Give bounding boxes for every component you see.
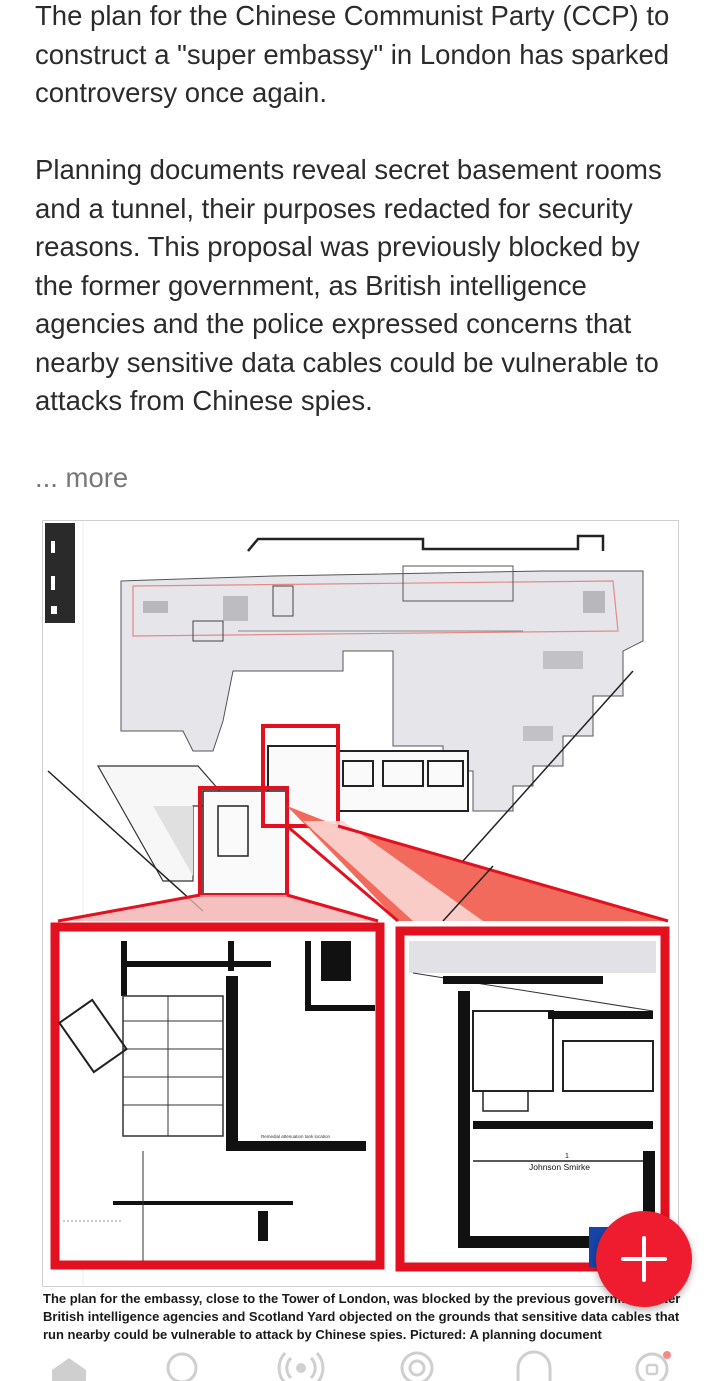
broadcast-icon <box>277 1351 325 1381</box>
room-number-label: 1 <box>565 1153 569 1160</box>
article-paragraph-1: The plan for the Chinese Communist Party… <box>35 0 670 108</box>
article-paragraph-2: Planning documents reveal secret basemen… <box>35 154 662 416</box>
image-caption: The plan for the embassy, close to the T… <box>43 1291 681 1343</box>
zoom-panel-left: Remedial attenuation tank location <box>50 922 385 1270</box>
notification-icon <box>516 1350 552 1381</box>
room-name-label: Johnson Smirke <box>529 1162 590 1172</box>
plan-legend-strip <box>45 523 75 623</box>
nav-notifications[interactable] <box>509 1350 559 1381</box>
nav-explore[interactable] <box>392 1350 442 1381</box>
article-image-floor-plan[interactable]: Remedial attenuation tank location 1 Joh… <box>42 520 679 1287</box>
highlight-box-right-building <box>261 724 340 828</box>
plus-icon <box>621 1236 667 1282</box>
nav-home[interactable] <box>44 1350 94 1381</box>
bottom-navigation-bar <box>0 1350 720 1381</box>
search-icon <box>166 1352 198 1381</box>
annotation-text: Remedial attenuation tank location <box>261 1134 331 1139</box>
target-icon <box>400 1351 434 1381</box>
nav-search[interactable] <box>157 1350 207 1381</box>
create-post-button[interactable] <box>596 1211 692 1307</box>
nav-profile[interactable] <box>627 1350 677 1381</box>
profile-icon <box>635 1351 671 1381</box>
more-link[interactable]: ... more <box>35 462 129 493</box>
home-icon <box>52 1358 86 1381</box>
nav-live[interactable] <box>276 1350 326 1381</box>
floor-plan-drawing: Remedial attenuation tank location 1 Joh… <box>43 521 678 1286</box>
zoom-panel-right: 1 Johnson Smirke <box>395 926 670 1272</box>
